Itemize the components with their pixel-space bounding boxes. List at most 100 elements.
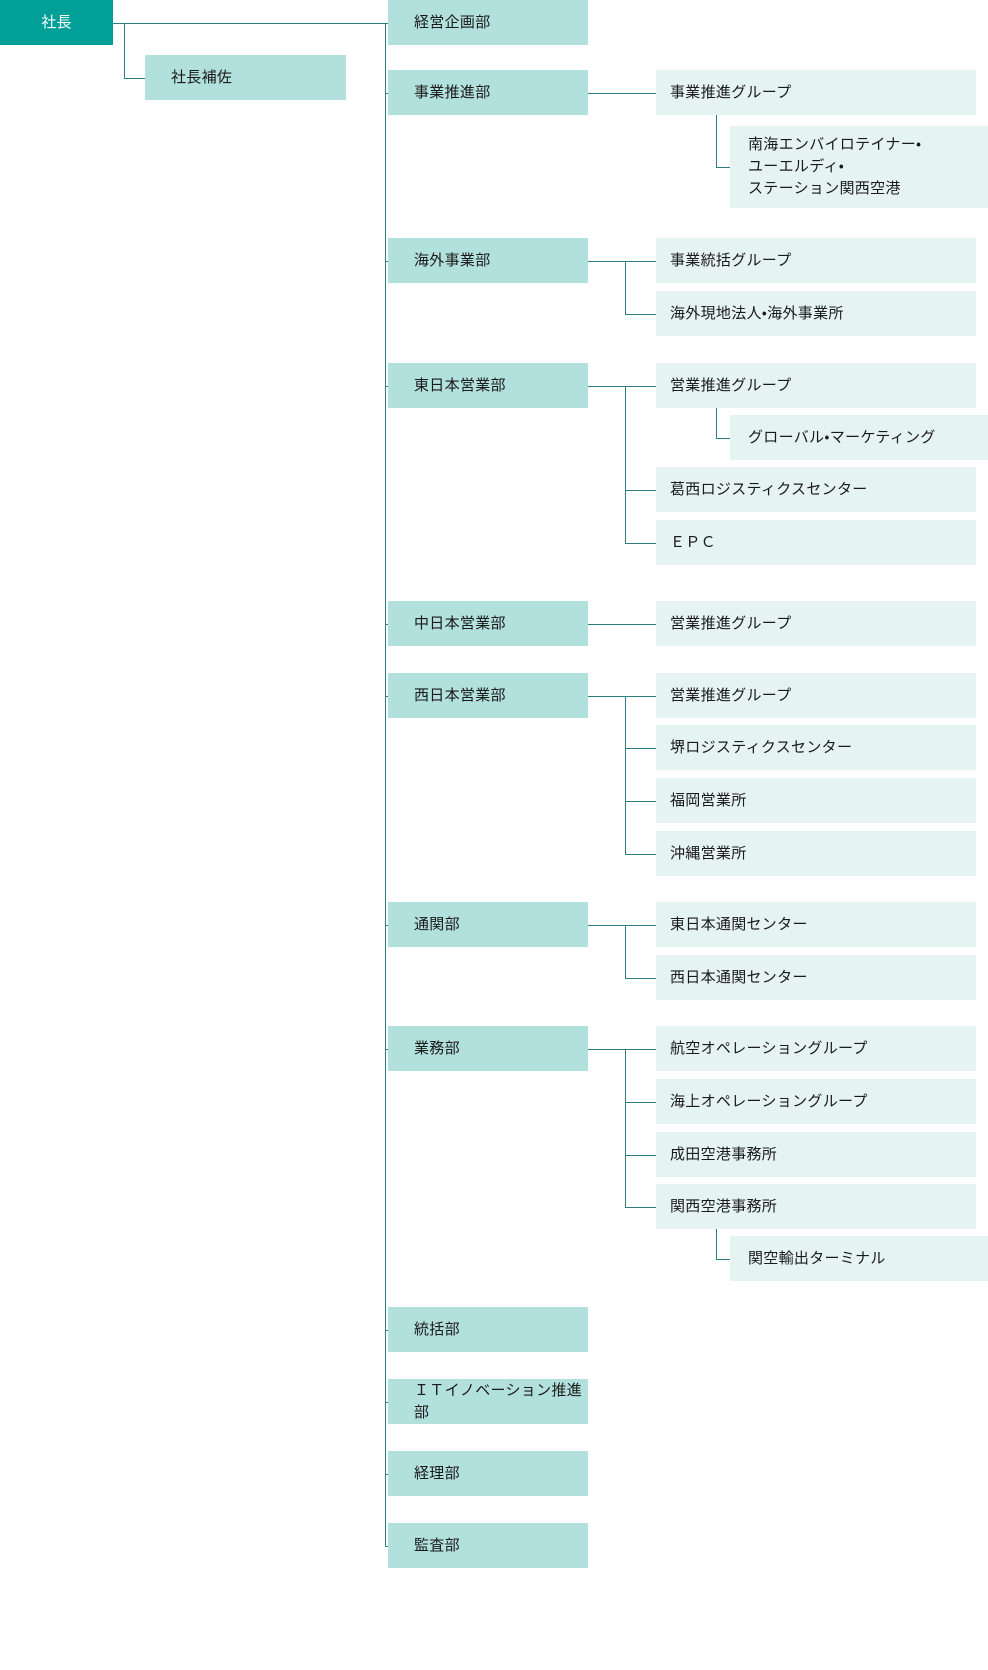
connector-horizontal bbox=[625, 854, 656, 855]
connector-horizontal bbox=[385, 1330, 388, 1331]
node-label: 事業統括グループ bbox=[670, 251, 792, 269]
node-label: グローバル・マーケティング bbox=[748, 428, 936, 446]
node-president[interactable]: 社長 bbox=[0, 0, 113, 45]
node-dept-tokatsu[interactable]: 統括部 bbox=[388, 1307, 588, 1352]
node-group-kansai-airport-office[interactable]: 関西空港事務所 bbox=[656, 1184, 976, 1229]
connector-horizontal bbox=[625, 261, 656, 262]
node-label: 社長 bbox=[41, 13, 72, 31]
connector-horizontal bbox=[385, 261, 388, 262]
node-group-fukuoka-office[interactable]: 福岡営業所 bbox=[656, 778, 976, 823]
node-label: 西日本通関センター bbox=[670, 968, 808, 986]
node-group-sakai-logistics-center[interactable]: 堺ロジスティクスセンター bbox=[656, 725, 976, 770]
connector-horizontal bbox=[716, 1259, 730, 1260]
connector-horizontal bbox=[588, 696, 625, 697]
node-label: 堺ロジスティクスセンター bbox=[670, 738, 853, 756]
node-label: 事業推進部 bbox=[414, 83, 491, 101]
connector-horizontal bbox=[385, 925, 388, 926]
node-label: 事業推進グループ bbox=[670, 83, 792, 101]
connector-horizontal bbox=[385, 1474, 388, 1475]
node-dept-nishinihon-eigyo[interactable]: 西日本営業部 bbox=[388, 673, 588, 718]
node-group-kasai-logistics-center[interactable]: 葛西ロジスティクスセンター bbox=[656, 467, 976, 512]
node-label: 中日本営業部 bbox=[414, 614, 506, 632]
node-unit-kanku-export-terminal[interactable]: 関空輸出ターミナル bbox=[730, 1236, 988, 1281]
connector-horizontal bbox=[385, 1402, 388, 1403]
node-group-east-customs-center[interactable]: 東日本通関センター bbox=[656, 902, 976, 947]
node-president-assistant[interactable]: 社長補佐 bbox=[145, 55, 346, 100]
node-group-west-customs-center[interactable]: 西日本通関センター bbox=[656, 955, 976, 1000]
node-dept-jigyo-suishin[interactable]: 事業推進部 bbox=[388, 70, 588, 115]
node-dept-keiri[interactable]: 経理部 bbox=[388, 1451, 588, 1496]
connector-horizontal bbox=[625, 696, 656, 697]
connector-horizontal bbox=[716, 167, 730, 168]
connector-horizontal bbox=[385, 1546, 388, 1547]
connector-horizontal bbox=[588, 1049, 625, 1050]
connector-horizontal bbox=[625, 386, 656, 387]
node-label: 関西空港事務所 bbox=[670, 1197, 778, 1215]
connector-vertical bbox=[716, 113, 717, 167]
connector-horizontal bbox=[625, 490, 656, 491]
connector-horizontal bbox=[625, 1155, 656, 1156]
node-dept-kansa[interactable]: 監査部 bbox=[388, 1523, 588, 1568]
node-label: 西日本営業部 bbox=[414, 686, 506, 704]
connector-vertical bbox=[716, 1227, 717, 1259]
node-label: 海外事業部 bbox=[414, 251, 491, 269]
node-dept-it-innovation[interactable]: ＩＴイノベーション推進部 bbox=[388, 1379, 588, 1424]
node-label: 成田空港事務所 bbox=[670, 1145, 778, 1163]
node-label: 経理部 bbox=[414, 1464, 460, 1482]
connector-horizontal bbox=[625, 1102, 656, 1103]
node-label: ＥＰＣ bbox=[670, 533, 716, 551]
node-label: 南海エンバイロテイナー・ ユーエルディ・ ステーション関西空港 bbox=[748, 136, 922, 197]
node-unit-nankai-envirotainer[interactable]: 南海エンバイロテイナー・ ユーエルディ・ ステーション関西空港 bbox=[730, 126, 988, 208]
node-dept-nakanihon-eigyo[interactable]: 中日本営業部 bbox=[388, 601, 588, 646]
node-dept-keiei-kikaku[interactable]: 経営企画部 bbox=[388, 0, 588, 45]
connector-horizontal bbox=[625, 925, 656, 926]
node-dept-tsukan[interactable]: 通関部 bbox=[388, 902, 588, 947]
node-group-okinawa-office[interactable]: 沖縄営業所 bbox=[656, 831, 976, 876]
connector-horizontal bbox=[625, 543, 656, 544]
connector-horizontal bbox=[588, 925, 625, 926]
connector-vertical bbox=[625, 924, 626, 978]
connector-horizontal bbox=[385, 386, 388, 387]
connector-horizontal bbox=[385, 23, 388, 24]
connector-horizontal bbox=[625, 801, 656, 802]
node-group-eigyo-suishin-west[interactable]: 営業推進グループ bbox=[656, 673, 976, 718]
node-label: 経営企画部 bbox=[414, 13, 491, 31]
node-label: 航空オペレーショングループ bbox=[670, 1039, 868, 1057]
node-label: 通関部 bbox=[414, 915, 460, 933]
node-dept-kaigai-jigyo[interactable]: 海外事業部 bbox=[388, 238, 588, 283]
node-group-air-operation[interactable]: 航空オペレーショングループ bbox=[656, 1026, 976, 1071]
connector-horizontal bbox=[625, 1207, 656, 1208]
node-label: 営業推進グループ bbox=[670, 686, 792, 704]
connector-horizontal bbox=[385, 696, 388, 697]
connector-horizontal bbox=[625, 748, 656, 749]
node-dept-gyomu[interactable]: 業務部 bbox=[388, 1026, 588, 1071]
node-group-jigyo-tokatsu-group[interactable]: 事業統括グループ bbox=[656, 238, 976, 283]
connector-horizontal bbox=[588, 261, 625, 262]
node-label: 営業推進グループ bbox=[670, 376, 792, 394]
node-dept-higashinihon-eigyo[interactable]: 東日本営業部 bbox=[388, 363, 588, 408]
connector-vertical bbox=[625, 260, 626, 314]
node-group-kaigai-genchi-hojin[interactable]: 海外現地法人・海外事業所 bbox=[656, 291, 976, 336]
connector-horizontal bbox=[385, 624, 388, 625]
node-label: 福岡営業所 bbox=[670, 791, 747, 809]
node-unit-global-marketing[interactable]: グローバル・マーケティング bbox=[730, 415, 988, 460]
connector-vertical bbox=[625, 695, 626, 854]
connector-horizontal bbox=[385, 1049, 388, 1050]
node-group-ocean-operation[interactable]: 海上オペレーショングループ bbox=[656, 1079, 976, 1124]
node-label: 社長補佐 bbox=[171, 68, 233, 86]
node-label: 葛西ロジスティクスセンター bbox=[670, 480, 868, 498]
node-group-epc[interactable]: ＥＰＣ bbox=[656, 520, 976, 565]
connector-horizontal bbox=[625, 1049, 656, 1050]
node-group-narita-airport-office[interactable]: 成田空港事務所 bbox=[656, 1132, 976, 1177]
node-group-eigyo-suishin-east[interactable]: 営業推進グループ bbox=[656, 363, 976, 408]
connector-horizontal bbox=[588, 93, 656, 94]
connector-vertical bbox=[385, 22, 386, 1546]
node-group-jigyo-suishin-group[interactable]: 事業推進グループ bbox=[656, 70, 976, 115]
connector-vertical bbox=[625, 385, 626, 543]
node-label: 東日本通関センター bbox=[670, 915, 808, 933]
connector-horizontal bbox=[588, 624, 656, 625]
node-label: 業務部 bbox=[414, 1039, 460, 1057]
connector-horizontal bbox=[385, 93, 388, 94]
node-group-eigyo-suishin-central[interactable]: 営業推進グループ bbox=[656, 601, 976, 646]
